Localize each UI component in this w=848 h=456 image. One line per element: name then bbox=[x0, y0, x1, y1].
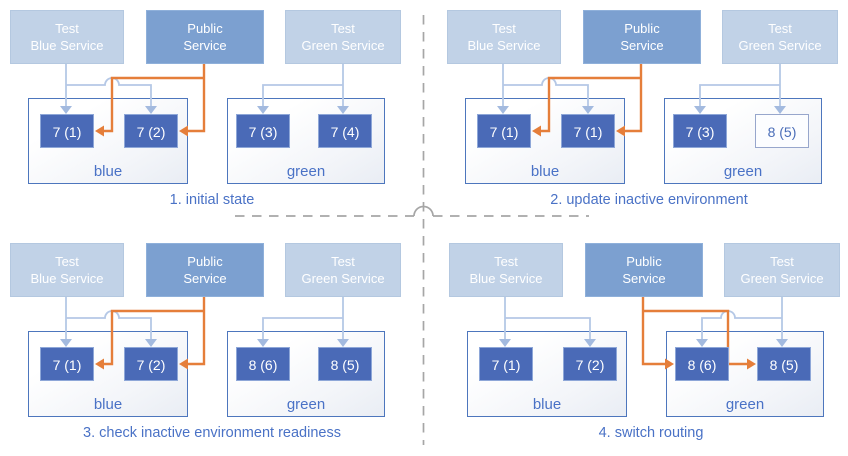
service-label-line: Test bbox=[768, 21, 792, 36]
pod-blue-1: 7 (1) bbox=[477, 114, 531, 148]
service-label-line: Blue Service bbox=[467, 38, 541, 53]
quadrant-initial-state: blue green bbox=[0, 0, 424, 226]
quadrant-switch-routing: blue green bbox=[439, 233, 848, 456]
service-label-line: Test bbox=[494, 254, 518, 269]
public-service-box: Public Service bbox=[583, 10, 701, 64]
service-label-line: Green Service bbox=[301, 271, 385, 286]
service-label-line: Service bbox=[183, 271, 227, 286]
public-service-box: Public Service bbox=[146, 10, 264, 64]
pod-green-2-new-version: 8 (5) bbox=[755, 114, 809, 148]
quadrant-check-readiness: blue green bbox=[0, 233, 424, 456]
pod-blue-2: 7 (2) bbox=[124, 114, 178, 148]
pod-blue-2: 7 (1) bbox=[561, 114, 615, 148]
connector-lines-svg bbox=[497, 61, 786, 137]
environment-label: green bbox=[286, 396, 326, 413]
service-label-line: Blue Service bbox=[30, 38, 104, 53]
environment-label: blue bbox=[530, 163, 560, 180]
pod-blue-2: 7 (2) bbox=[563, 347, 617, 381]
service-label-line: Test bbox=[55, 254, 79, 269]
service-label-line: Public bbox=[624, 21, 660, 36]
left-arrowhead-icon bbox=[95, 358, 188, 370]
orange-public-route bbox=[104, 294, 206, 366]
environment-label: green bbox=[286, 163, 326, 180]
quadrant-caption: 3. check inactive environment readiness bbox=[83, 425, 341, 441]
service-label-line: Green Service bbox=[301, 38, 385, 53]
service-label-line: Test bbox=[331, 21, 355, 36]
pod-blue-1: 7 (1) bbox=[479, 347, 533, 381]
down-arrowhead-icon bbox=[497, 106, 786, 114]
divider-crossing-hop bbox=[413, 205, 434, 217]
test-blue-service-box: Test Blue Service bbox=[447, 10, 561, 64]
environment-label: blue bbox=[532, 396, 562, 413]
service-label-line: Test bbox=[55, 21, 79, 36]
test-green-service-box: Test Green Service bbox=[285, 243, 401, 297]
service-label-line: Blue Service bbox=[30, 271, 104, 286]
service-label-line: Test bbox=[770, 254, 794, 269]
test-green-service-box: Test Green Service bbox=[724, 243, 840, 297]
down-arrowhead-icon bbox=[499, 339, 788, 347]
environment-label: blue bbox=[93, 396, 123, 413]
pod-green-2: 7 (4) bbox=[318, 114, 372, 148]
service-label-line: Public bbox=[187, 21, 223, 36]
pod-blue-1: 7 (1) bbox=[40, 347, 94, 381]
test-blue-service-box: Test Blue Service bbox=[449, 243, 563, 297]
service-label-line: Public bbox=[626, 254, 662, 269]
service-label-line: Service bbox=[620, 38, 664, 53]
right-arrowhead-icon bbox=[665, 358, 756, 370]
public-service-box: Public Service bbox=[146, 243, 264, 297]
public-service-box: Public Service bbox=[585, 243, 703, 297]
orange-public-route bbox=[541, 61, 643, 133]
test-blue-service-box: Test Blue Service bbox=[10, 243, 124, 297]
service-label-line: Test bbox=[331, 254, 355, 269]
service-label-line: Service bbox=[183, 38, 227, 53]
left-arrowhead-icon bbox=[532, 125, 625, 137]
service-label-line: Service bbox=[622, 271, 666, 286]
left-arrowhead-icon bbox=[95, 125, 188, 137]
connector-lines-svg bbox=[60, 61, 349, 137]
pod-blue-2: 7 (2) bbox=[124, 347, 178, 381]
service-label-line: Green Service bbox=[738, 38, 822, 53]
pod-green-2: 8 (5) bbox=[757, 347, 811, 381]
orange-public-route bbox=[641, 294, 747, 366]
test-green-service-box: Test Green Service bbox=[722, 10, 838, 64]
pod-green-1: 7 (3) bbox=[673, 114, 727, 148]
service-label-line: Public bbox=[187, 254, 223, 269]
test-blue-service-box: Test Blue Service bbox=[10, 10, 124, 64]
quadrant-caption: 2. update inactive environment bbox=[550, 192, 748, 208]
pod-green-2: 8 (5) bbox=[318, 347, 372, 381]
pod-green-1: 8 (6) bbox=[236, 347, 290, 381]
service-label-line: Green Service bbox=[740, 271, 824, 286]
down-arrowhead-icon bbox=[60, 106, 349, 114]
orange-public-route bbox=[104, 61, 206, 133]
test-green-service-box: Test Green Service bbox=[285, 10, 401, 64]
pod-green-1: 7 (3) bbox=[236, 114, 290, 148]
environment-label: blue bbox=[93, 163, 123, 180]
connector-lines-svg bbox=[60, 294, 349, 370]
quadrant-caption: 4. switch routing bbox=[598, 425, 704, 441]
service-label-line: Blue Service bbox=[469, 271, 543, 286]
environment-label: green bbox=[725, 396, 765, 413]
quadrant-caption: 1. initial state bbox=[169, 192, 255, 208]
environment-label: green bbox=[723, 163, 763, 180]
pod-green-1: 8 (6) bbox=[675, 347, 729, 381]
connector-lines-svg bbox=[499, 294, 788, 370]
pod-blue-1: 7 (1) bbox=[40, 114, 94, 148]
down-arrowhead-icon bbox=[60, 339, 349, 347]
service-label-line: Test bbox=[492, 21, 516, 36]
quadrant-update-inactive: blue green bbox=[437, 0, 848, 226]
